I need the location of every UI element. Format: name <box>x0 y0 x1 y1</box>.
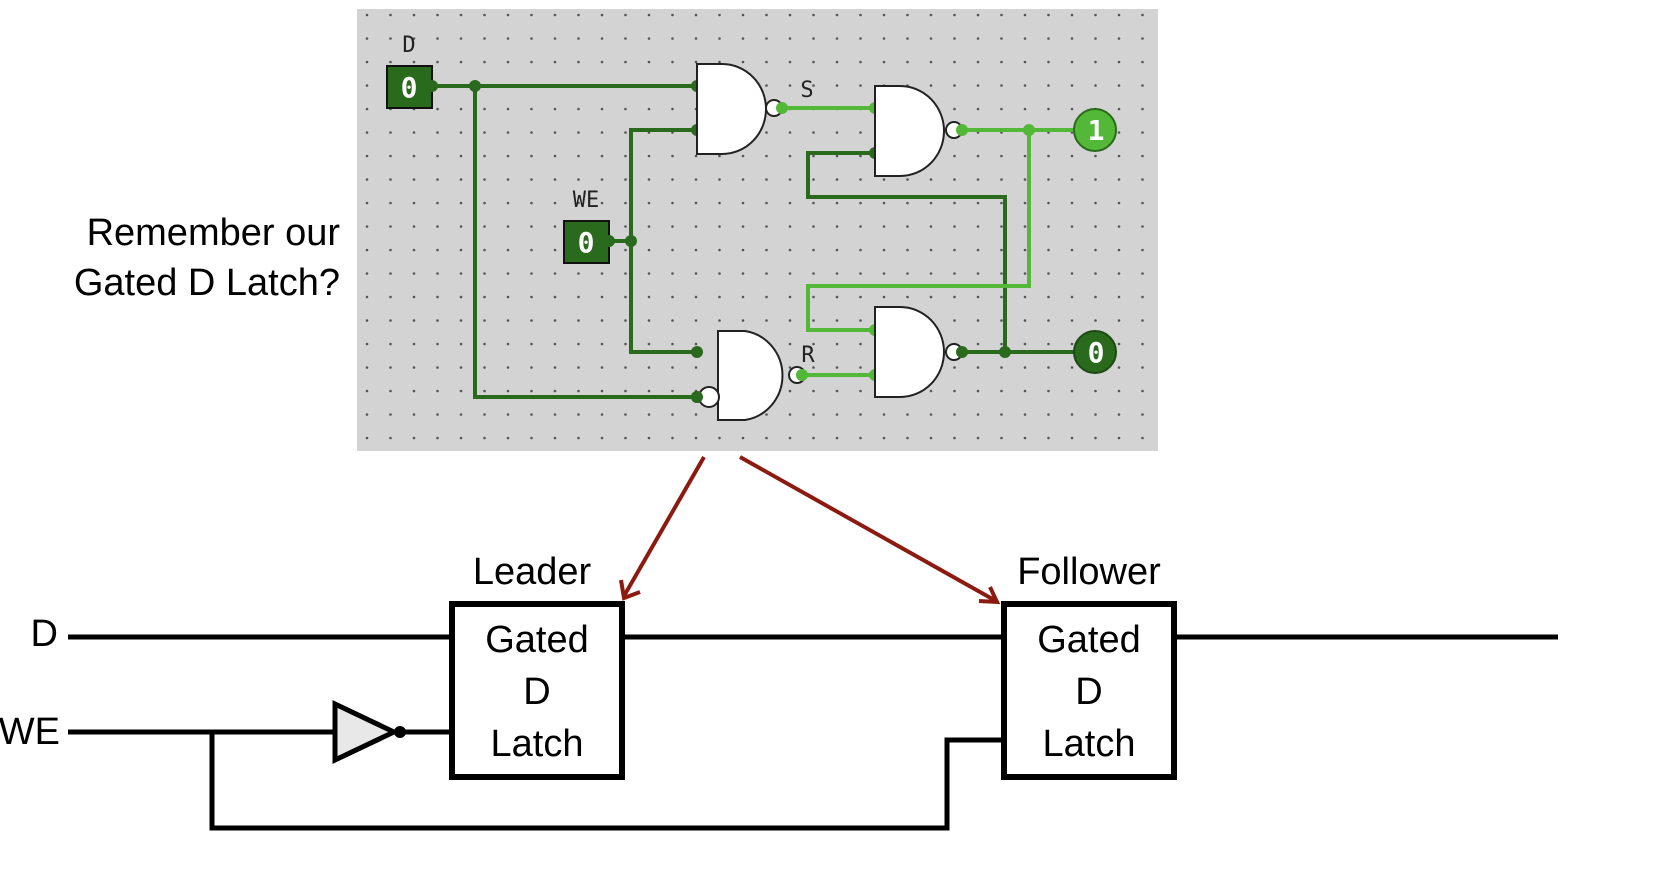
leader-line-1: Gated <box>485 619 589 661</box>
output-pin-qbar: 0 <box>1073 330 1117 374</box>
output-pin-q: 1 <box>1073 108 1117 152</box>
leader-line-2: D <box>523 671 550 713</box>
input-pin-d-value: 0 <box>401 71 418 104</box>
inverter-bubble <box>394 726 406 738</box>
input-pin-we[interactable]: 0 WE <box>563 188 615 264</box>
block-diagram: D WE Leader Gated D Latch Follower Gated… <box>0 551 1558 831</box>
input-pin-d[interactable]: 0 D <box>386 33 438 109</box>
diagram-wires <box>68 634 1558 831</box>
input-pin-we-value: 0 <box>578 226 595 259</box>
input-pin-d-label: D <box>402 33 415 58</box>
input-pin-we-label: WE <box>573 188 600 213</box>
inverter-triangle <box>332 700 400 764</box>
leader-latch-block[interactable]: Leader Gated D Latch <box>449 551 625 780</box>
nand-gate-r[interactable] <box>691 330 808 421</box>
wire-qbar-feedback <box>806 151 1007 352</box>
nand-gate-q[interactable] <box>874 85 968 177</box>
follower-box <box>1001 601 1177 780</box>
wire-we-to-follower <box>209 732 1004 831</box>
follower-line-1: Gated <box>1037 619 1141 661</box>
signal-label-we: WE <box>0 711 60 753</box>
signal-label-d: D <box>31 613 58 655</box>
inverter <box>332 700 406 764</box>
leader-title: Leader <box>473 551 592 593</box>
arrow-to-leader <box>619 456 706 601</box>
arrow-to-follower <box>739 455 1001 605</box>
caption: Remember our Gated D Latch? <box>20 208 340 308</box>
leader-line-3: Latch <box>491 723 584 765</box>
arrows <box>619 455 1001 605</box>
caption-line-1: Remember our <box>86 212 340 254</box>
follower-line-2: D <box>1075 671 1102 713</box>
follower-title: Follower <box>1017 551 1161 593</box>
node-label-s: S <box>800 78 813 103</box>
leader-box <box>449 601 625 780</box>
follower-line-3: Latch <box>1043 723 1136 765</box>
node-label-r: R <box>801 343 815 368</box>
wire-d-to-nand-r <box>473 86 697 399</box>
simulator-panel: 0 D 0 WE 1 0 S R <box>357 9 1158 451</box>
wire-q-feedback <box>806 130 1031 332</box>
output-pin-qbar-value: 0 <box>1088 336 1105 369</box>
output-pin-q-value: 1 <box>1088 114 1105 147</box>
nand-gate-qbar[interactable] <box>874 306 968 398</box>
nand-gate-s[interactable] <box>696 63 788 155</box>
caption-line-2: Gated D Latch? <box>73 262 340 304</box>
follower-latch-block[interactable]: Follower Gated D Latch <box>1001 551 1177 780</box>
